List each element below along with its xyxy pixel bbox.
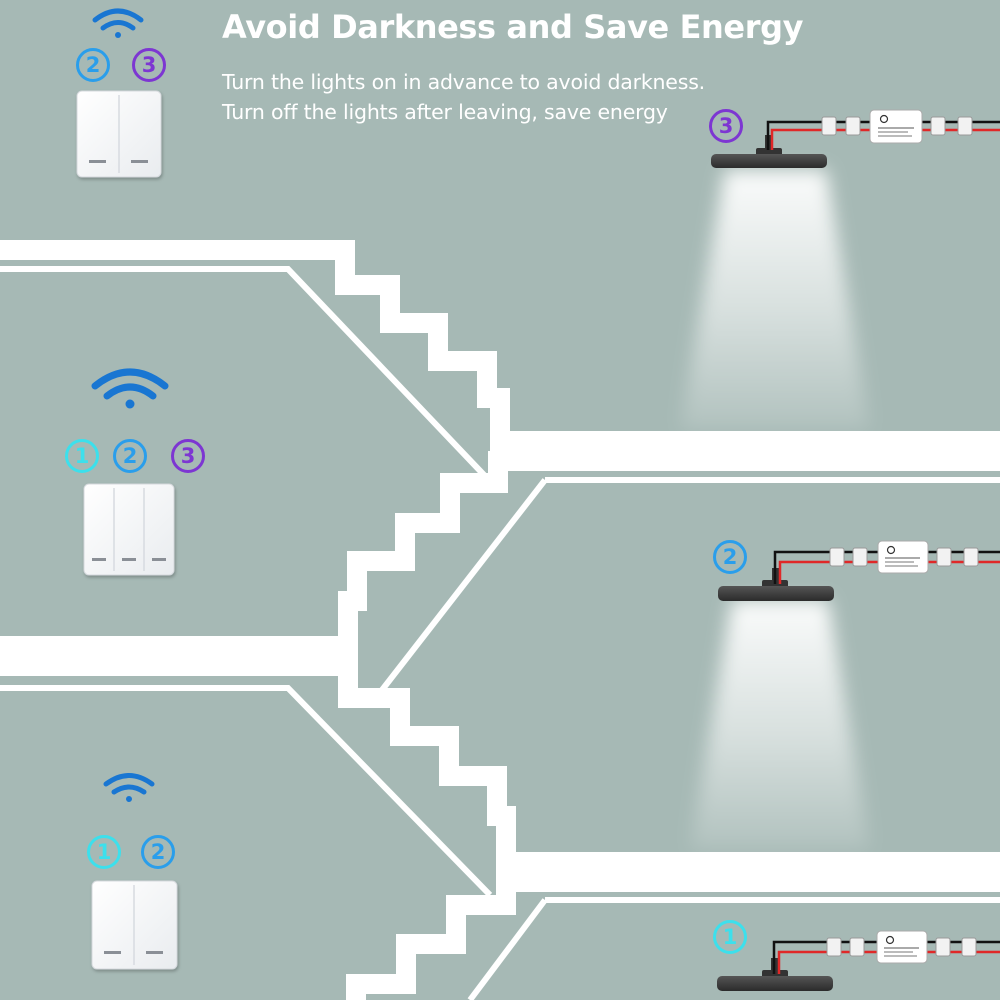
- subtitle-line-2: Turn off the lights after leaving, save …: [222, 100, 668, 124]
- relay-module: [821, 109, 973, 144]
- wifi-icon: [91, 368, 169, 409]
- light-beam-top: [680, 170, 870, 430]
- lamp-badge-1: 1: [713, 920, 747, 954]
- lamp-badge-2: 2: [713, 540, 747, 574]
- wall-switch: [91, 880, 178, 970]
- lamp-badge-3: 3: [709, 109, 743, 143]
- badge-1: 1: [65, 439, 99, 473]
- relay-module: [829, 540, 979, 574]
- relay-module: [826, 930, 977, 964]
- stair-structure: [0, 240, 1000, 1000]
- light-beam-middle: [690, 600, 870, 850]
- wall-switch: [83, 483, 175, 576]
- badge-2: 2: [113, 439, 147, 473]
- badge-2: 2: [76, 48, 110, 82]
- badge-3: 3: [132, 48, 166, 82]
- page-title: Avoid Darkness and Save Energy: [222, 8, 804, 46]
- badge-2: 2: [141, 835, 175, 869]
- wall-switch: [76, 90, 162, 178]
- wifi-icon: [103, 773, 155, 802]
- badge-1: 1: [87, 835, 121, 869]
- lamp-wiring: [766, 120, 1000, 150]
- subtitle-line-1: Turn the lights on in advance to avoid d…: [222, 70, 706, 94]
- badge-3: 3: [171, 439, 205, 473]
- wifi-icon: [92, 8, 144, 38]
